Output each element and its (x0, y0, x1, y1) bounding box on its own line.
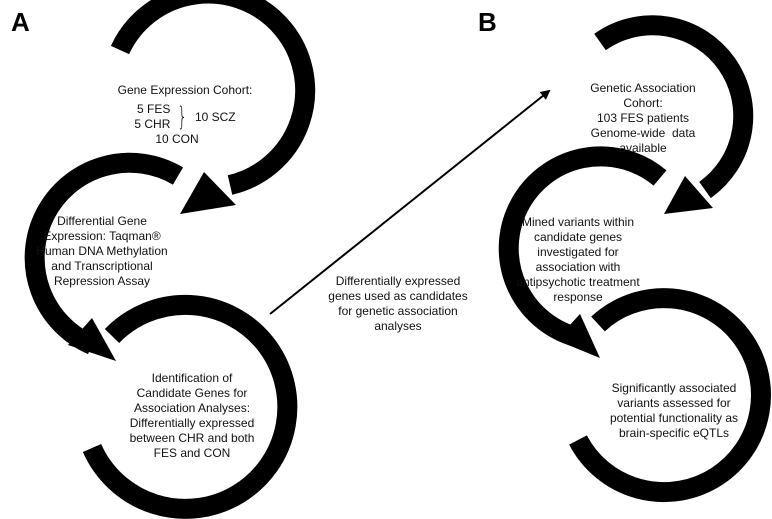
differential-line: and Transcriptional (51, 259, 153, 273)
cohort-subgroups: 5 FES 5 CHR (134, 102, 170, 132)
significant-line: brain-specific eQTLs (618, 426, 730, 440)
connector-line: genes used as candidates (328, 289, 468, 303)
genetic-line: Genetic Association (590, 81, 696, 95)
significant-variants-text: Significantly associated variants assess… (589, 381, 759, 441)
connector-text: Differentially expressed genes used as c… (318, 274, 478, 334)
identification-line: Candidate Genes for (136, 386, 248, 400)
cohort-fes: 5 FES (137, 102, 171, 116)
cohort-con: 10 CON (155, 132, 199, 146)
differential-line: Repression Assay (53, 274, 151, 288)
mined-line: investigated for (537, 245, 619, 259)
ring-a1-arrowhead (180, 172, 236, 214)
genetic-line: Genome-wide data (590, 126, 696, 140)
brace-glyph: } (177, 102, 188, 132)
differential-line: Differential Gene (57, 214, 147, 228)
connector-arrow (269, 89, 551, 315)
significant-line: Significantly associated (611, 381, 737, 395)
cohort-chr: 5 CHR (134, 117, 171, 131)
ring-a3-arrow (82, 294, 298, 519)
cohort-breakdown: 5 FES 5 CHR } 10 SCZ 10 CON (85, 102, 285, 147)
ring-a2-arrowhead (68, 318, 116, 361)
ring-b1-arrow (594, 15, 754, 199)
identification-line: between CHR and both (129, 431, 255, 445)
differential-line: Human DNA Methylation (36, 244, 168, 258)
cohort-title: Gene Expression Cohort: (117, 83, 253, 97)
identification-line: Differentially expressed (129, 416, 255, 430)
candidate-genes-text: Identification of Candidate Genes for As… (112, 371, 272, 461)
cohort-scz-group: 5 FES 5 CHR } 10 SCZ (134, 102, 235, 132)
ring-b1-arrowhead (664, 176, 713, 214)
mined-line: Mined variants within (521, 215, 635, 229)
ring-b2-arrowhead (556, 314, 600, 358)
connector-line: for genetic association (338, 304, 458, 318)
connector-line: Differentially expressed (335, 274, 461, 288)
identification-line: Association Analyses: (133, 401, 251, 415)
ring-a2-arrow (24, 152, 184, 355)
mined-line: candidate genes (533, 230, 623, 244)
ring-b3-arrow (569, 288, 771, 503)
genetic-line: Cohort: (623, 96, 663, 110)
connector-line: analyses (374, 319, 422, 333)
mined-line: response (553, 290, 603, 304)
ring-b2-arrow (498, 146, 667, 348)
panel-label-b: B (478, 7, 497, 37)
mined-line: antipsychotic treatment (516, 275, 640, 289)
differential-expression-text: Differential Gene Expression: Taqman® Hu… (22, 214, 182, 289)
significant-line: variants assessed for (617, 396, 731, 410)
gene-expression-cohort-text: Gene Expression Cohort: 5 FES 5 CHR } 10… (85, 83, 285, 147)
genetic-line: available (619, 141, 667, 155)
mined-variants-text: Mined variants within candidate genes in… (503, 215, 653, 305)
significant-line: potential functionality as (609, 411, 739, 425)
genetic-association-cohort-text: Genetic Association Cohort: 103 FES pati… (578, 81, 708, 156)
identification-line: FES and CON (153, 446, 231, 460)
panel-label-a: A (11, 7, 30, 37)
mined-line: association with (535, 260, 621, 274)
identification-line: Identification of (151, 371, 233, 385)
ring-a1-arrow (110, 0, 316, 195)
genetic-line: 103 FES patients (596, 111, 690, 125)
cohort-scz: 10 SCZ (194, 109, 236, 124)
differential-line: Expression: Taqman® (43, 229, 161, 243)
